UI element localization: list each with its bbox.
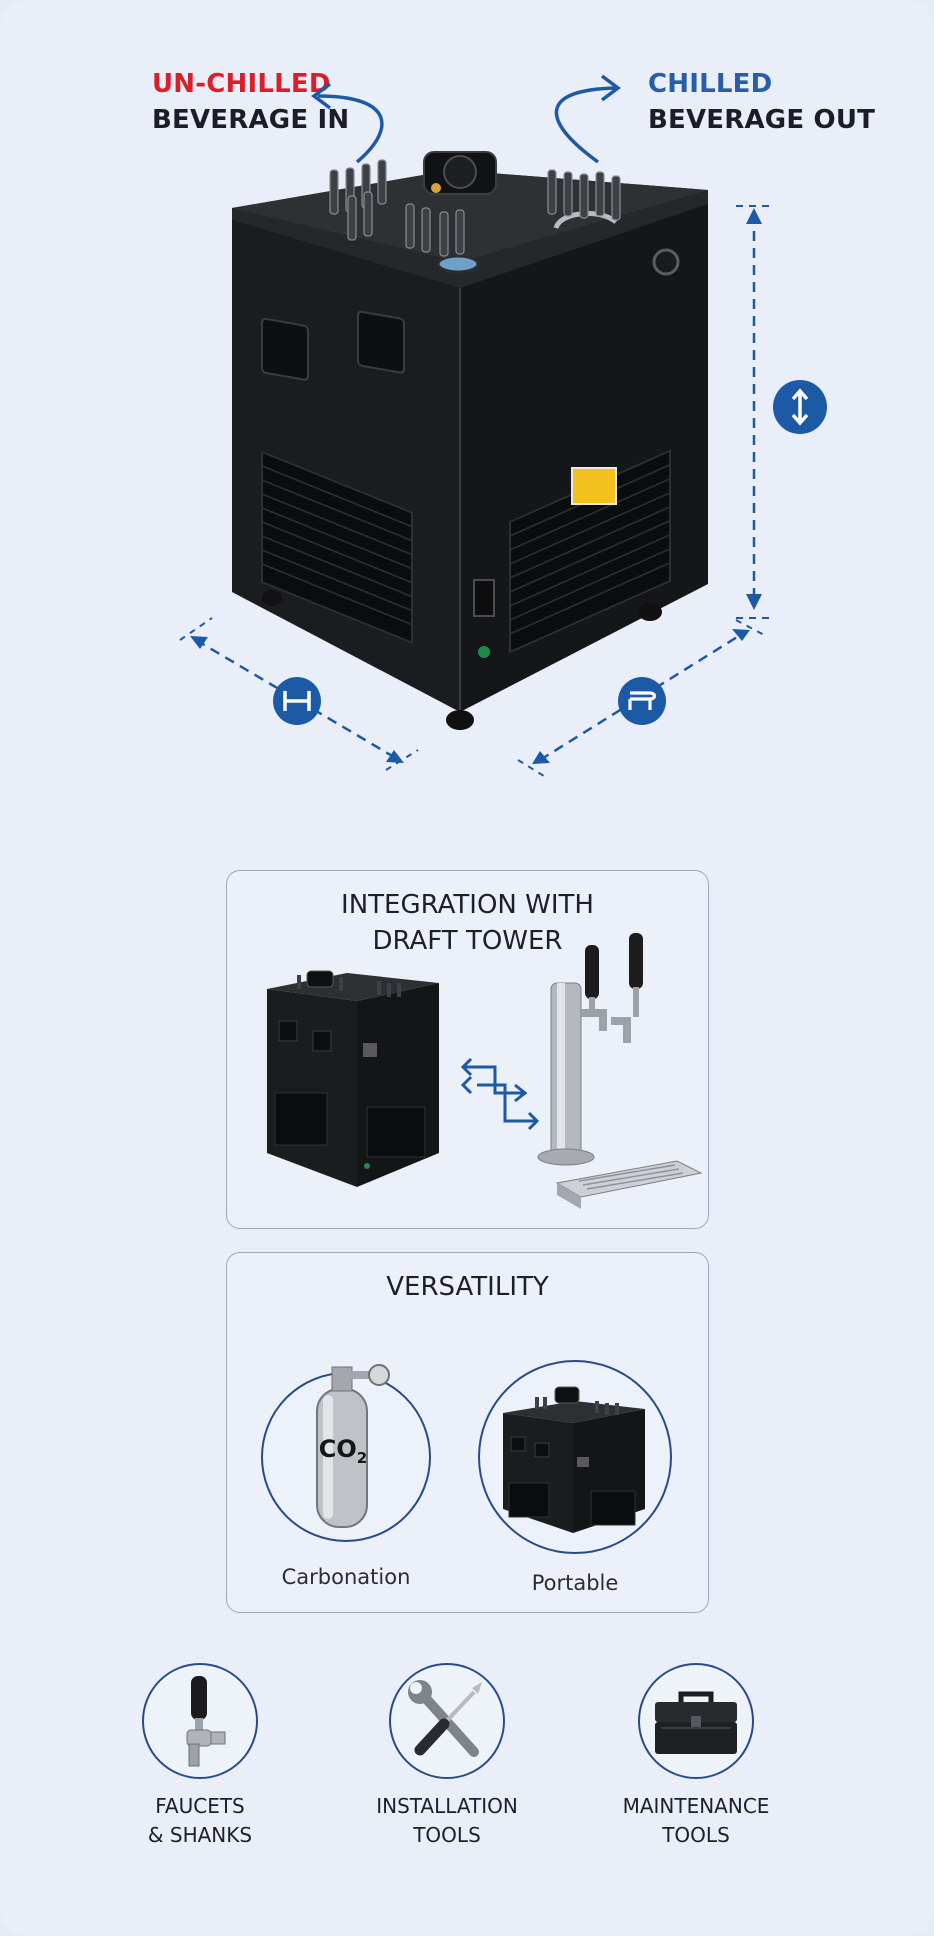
inlet-label-line1: UN-CHILLED <box>152 69 331 99</box>
draft-tower-image <box>537 933 703 1209</box>
depth-dimension <box>517 619 767 777</box>
inlet-label-line2: BEVERAGE IN <box>152 105 350 135</box>
co2-label-subscript: 2 <box>356 1448 368 1467</box>
toolbox-icon <box>638 1663 754 1779</box>
outlet-label-line1: CHILLED <box>648 69 773 99</box>
carbonation-label: Carbonation <box>281 1565 411 1589</box>
accessory-faucets-label: FAUCETS & SHANKS <box>100 1792 300 1850</box>
accessory-faucets-line2: & SHANKS <box>147 1823 253 1847</box>
width-dimension <box>179 617 419 771</box>
outlet-label-line2: BEVERAGE OUT <box>648 105 876 135</box>
versatility-card: VERSATILITY CO2 Carbonation <box>226 1252 709 1613</box>
integration-title-line2: DRAFT TOWER <box>372 926 563 956</box>
versatility-title: VERSATILITY <box>386 1272 549 1302</box>
accessory-maintenance-line1: MAINTENANCE <box>622 1794 770 1818</box>
mini-chiller-image <box>267 970 439 1187</box>
outlet-arrow-icon <box>554 74 621 164</box>
integration-card: INTEGRATION WITH DRAFT TOWER <box>226 870 709 1229</box>
inlet-label: UN-CHILLED BEVERAGE IN <box>152 66 349 138</box>
exchange-arrows-icon <box>460 1057 540 1131</box>
co2-label: CO2 <box>317 1435 369 1467</box>
accessory-maintenance-line2: TOOLS <box>662 1823 730 1847</box>
co2-cylinder-icon <box>316 1364 390 1528</box>
accessory-faucets-line1: FAUCETS <box>155 1794 245 1818</box>
integration-title: INTEGRATION WITH DRAFT TOWER <box>227 887 708 959</box>
depth-icon <box>618 677 666 725</box>
accessory-installation-label: INSTALLATION TOOLS <box>347 1792 547 1850</box>
portable-chiller-image <box>503 1386 645 1533</box>
accessory-maintenance-label: MAINTENANCE TOOLS <box>596 1792 796 1850</box>
chiller-unit-image <box>232 151 708 730</box>
faucet-shank-icon <box>142 1663 258 1779</box>
height-icon <box>773 380 827 434</box>
accessory-installation-line1: INSTALLATION <box>376 1794 518 1818</box>
wrench-screwdriver-icon <box>389 1663 505 1779</box>
integration-title-line1: INTEGRATION WITH <box>341 890 594 920</box>
inlet-arrow-icon <box>311 82 384 164</box>
co2-label-text: CO <box>318 1435 357 1463</box>
width-icon <box>273 677 321 725</box>
portable-label: Portable <box>531 1571 619 1595</box>
height-dimension <box>736 205 772 619</box>
accessory-installation-line2: TOOLS <box>413 1823 481 1847</box>
outlet-label: CHILLED BEVERAGE OUT <box>648 66 875 138</box>
